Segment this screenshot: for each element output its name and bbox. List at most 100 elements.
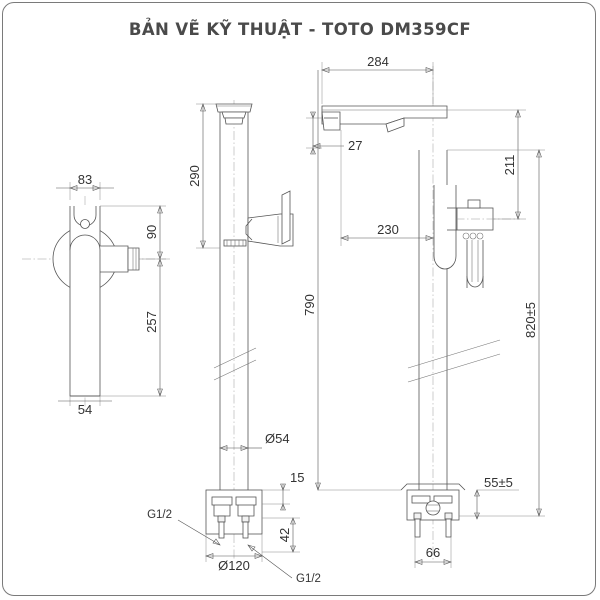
bracket-screw-2 xyxy=(469,232,477,240)
dimension-66: 66 xyxy=(414,537,452,568)
page-title: BẢN VẼ KỸ THUẬT - TOTO DM359CF xyxy=(128,20,472,39)
dimD120-arrow-right xyxy=(254,553,263,559)
dim820-text: 820±5 xyxy=(523,302,538,338)
dim284-text: 284 xyxy=(367,54,389,69)
base-fit-right-right xyxy=(444,512,453,520)
base-top-right-right xyxy=(433,495,453,504)
lever-arm-mid xyxy=(281,190,291,245)
dim257-arrow-top xyxy=(157,258,163,267)
g12b-leader-line xyxy=(247,544,293,579)
dim284-arrow-right xyxy=(425,67,434,73)
handshower-bracket-top xyxy=(467,199,481,209)
dimension-284: 284 xyxy=(321,54,434,104)
dim15-arrow-top xyxy=(280,483,286,491)
spout-top-plate xyxy=(215,103,253,113)
dim230-arrow-left xyxy=(340,235,349,241)
dim55-arrow-bottom xyxy=(474,512,480,520)
base-top-left-right xyxy=(411,495,431,504)
dim90-text: 90 xyxy=(144,225,159,239)
dim66-arrow-left xyxy=(414,559,423,565)
dim83-arrow-left xyxy=(69,185,78,191)
break-line-right-1 xyxy=(407,339,501,369)
break-line-mid-2 xyxy=(213,359,257,381)
lever-handle-front xyxy=(385,117,405,133)
spout-collar xyxy=(221,111,247,119)
dim90-arrow-bottom xyxy=(157,251,163,260)
base-thread-left xyxy=(218,521,225,539)
dimension-42: 42 xyxy=(262,517,300,553)
break-line-mid-1 xyxy=(213,347,257,369)
dimension-257: 257 xyxy=(100,258,166,397)
dimD54-text: Ø54 xyxy=(265,431,290,446)
dimension-diameter-54: Ø54 xyxy=(219,431,290,451)
dim83-text: 83 xyxy=(78,172,92,187)
nozzle-tip xyxy=(127,247,140,271)
g12b-text: G1/2 xyxy=(296,573,321,585)
dim83-arrow-right xyxy=(92,185,101,191)
dimension-820: 820±5 xyxy=(447,149,545,517)
dim211-arrow-top xyxy=(515,109,521,118)
bracket-screw-3 xyxy=(476,232,484,240)
dimD54-arrow-left xyxy=(219,445,228,451)
dimension-290: 290 xyxy=(187,103,220,249)
dim90-arrow-top xyxy=(157,205,163,214)
dim790-arrow-bottom xyxy=(315,482,321,491)
view-right-front-elevation: 284 27 230 xyxy=(302,54,545,568)
dim284-arrow-left xyxy=(321,67,330,73)
dim211-arrow-bottom xyxy=(515,211,521,220)
view-left-bracket: 83 90 257 xyxy=(22,172,170,417)
base-thread-right-right xyxy=(445,518,452,538)
view-middle-side-elevation: Ø54 290 15 xyxy=(147,100,321,585)
dimension-230: 230 xyxy=(340,130,434,246)
dim27-text: 27 xyxy=(348,138,362,153)
nozzle-body xyxy=(100,245,129,273)
base-fitting-right xyxy=(241,515,250,523)
dimension-27: 27 xyxy=(306,111,362,155)
break-line-right-2 xyxy=(407,353,501,383)
dim66-arrow-right xyxy=(443,559,452,565)
holder-screw-hole xyxy=(80,219,90,229)
spout-arm xyxy=(321,105,448,125)
callout-g12-left: G1/2 xyxy=(147,509,221,546)
dimension-diameter-120: Ø120 xyxy=(205,534,263,573)
dim290-text: 290 xyxy=(187,165,202,187)
g12b-arrow xyxy=(247,544,256,552)
dim27-arrow-top xyxy=(310,111,316,119)
dimension-790: 790 xyxy=(302,70,401,491)
hose-loop xyxy=(433,185,457,270)
dim230-text: 230 xyxy=(377,222,399,237)
dim257-text: 257 xyxy=(144,311,159,333)
dimD120-text: Ø120 xyxy=(218,558,250,573)
lever-cap-mid xyxy=(245,218,253,241)
callout-g12-right: G1/2 xyxy=(247,544,321,585)
g12a-arrow xyxy=(212,538,221,546)
dimD54-arrow-right xyxy=(240,445,249,451)
dim15-text: 15 xyxy=(290,470,304,485)
dim27-leader-arrow xyxy=(312,143,321,149)
base-fitting-left xyxy=(217,515,226,523)
base-thread-right xyxy=(242,521,249,539)
base-center-hole xyxy=(425,500,441,516)
g12a-text: G1/2 xyxy=(147,509,172,521)
dim15-arrow-bottom xyxy=(280,503,286,511)
dim257-arrow-bottom xyxy=(157,388,163,397)
dimension-211: 211 xyxy=(447,109,526,220)
dimension-15: 15 xyxy=(262,470,304,511)
dim66-text: 66 xyxy=(426,545,440,560)
base-thread-left-right xyxy=(414,518,421,538)
dim290-arrow-top xyxy=(200,103,206,112)
dim27-arrow-bottom xyxy=(310,147,316,155)
dim230-arrow-right xyxy=(425,235,434,241)
base-fit-left-right xyxy=(413,512,422,520)
wand-head xyxy=(466,275,484,288)
dim55-arrow-top xyxy=(474,489,480,497)
dimension-90: 90 xyxy=(100,205,166,260)
dim290-arrow-bottom xyxy=(200,240,206,249)
bracket-screw-1 xyxy=(462,232,470,240)
dimension-55: 55±5 xyxy=(474,475,519,520)
dim42-arrow-bottom xyxy=(290,545,296,553)
dim54-text: 54 xyxy=(78,402,92,417)
spout-aerator xyxy=(224,117,244,125)
base-cover-right xyxy=(400,483,466,491)
